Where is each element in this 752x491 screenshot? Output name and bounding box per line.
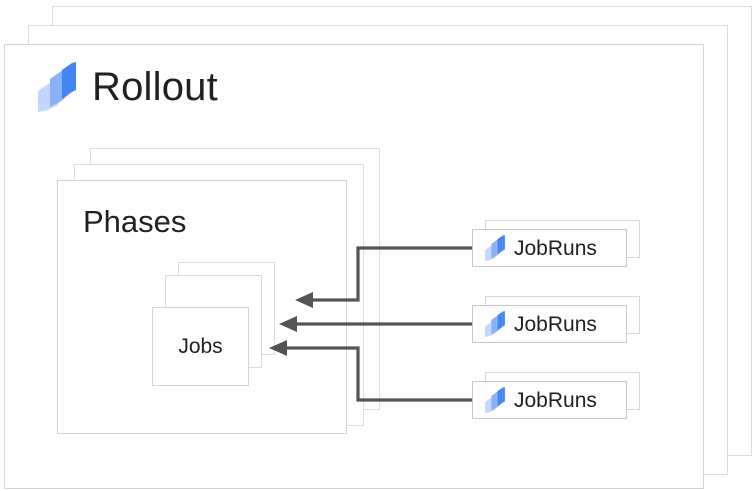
jobruns-card: JobRuns [472,305,627,343]
jobruns-label: JobRuns [514,312,597,336]
rollout-header: Rollout [36,62,218,112]
jobs-label: Jobs [178,334,223,358]
jobruns-card: JobRuns [472,381,627,419]
rollout-title: Rollout [92,65,218,109]
rollout-logo-icon [36,62,78,112]
jobruns-label: JobRuns [514,388,597,412]
jobruns-logo-icon [484,235,506,261]
jobruns-card: JobRuns [472,229,627,267]
phases-label: Phases [83,204,187,239]
jobruns-label: JobRuns [514,236,597,260]
jobs-card [152,307,249,386]
jobruns-logo-icon [484,387,506,413]
jobruns-logo-icon [484,311,506,337]
